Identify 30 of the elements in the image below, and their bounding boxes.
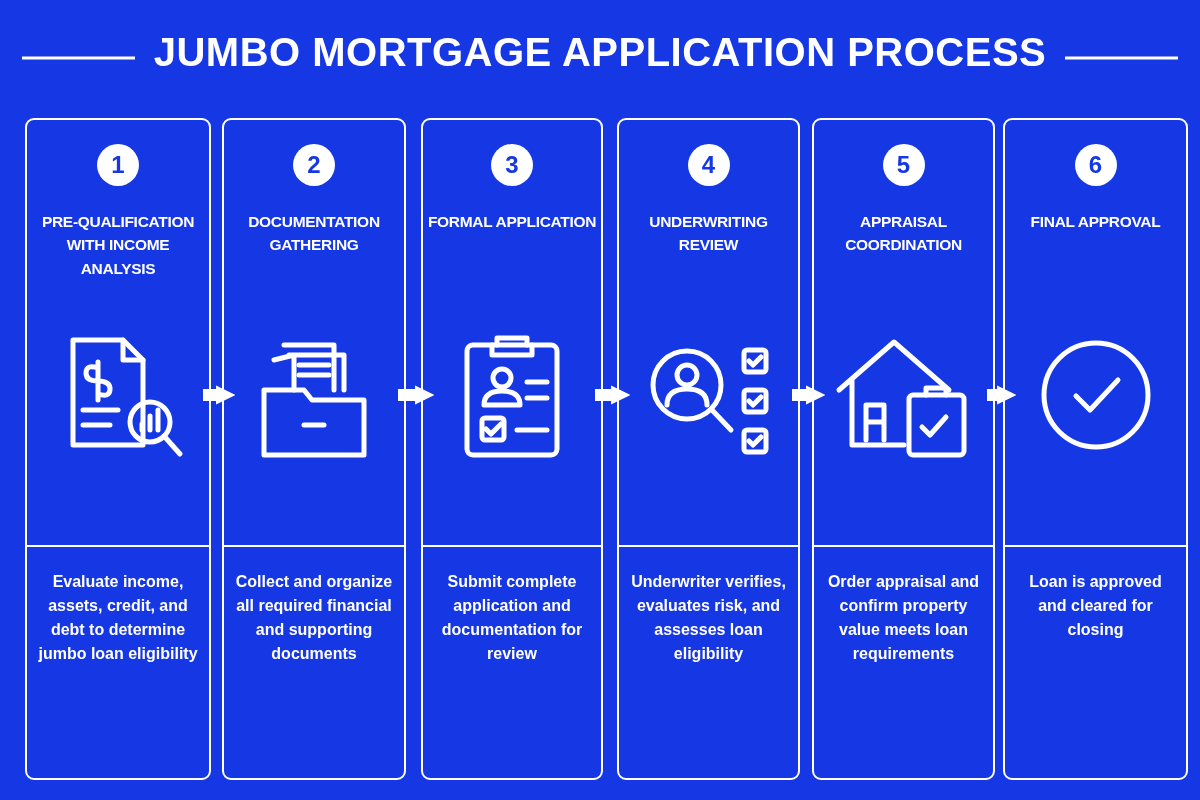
step-description: Submit complete application and documentation for review: [440, 572, 584, 664]
step-description: Evaluate income, assets, credit, and debt to determine jumbo loan eligibility: [37, 572, 199, 664]
step-heading: DOCUMENTATION GATHERING: [247, 212, 381, 256]
step-description: Underwriter verifies, evaluates risk, and assesses loan eligibility: [630, 572, 787, 664]
step-number: 4: [687, 144, 730, 186]
step-number: 1: [97, 144, 139, 186]
step-number: 2: [293, 144, 335, 186]
step-card: [421, 118, 603, 780]
step-description: Order appraisal and confirm property value meets loan requirements: [826, 572, 981, 664]
title: JUMBO MORTGAGE APPLICATION PROCESS: [152, 30, 1048, 75]
arrow: [595, 385, 631, 405]
step-heading: FORMAL APPLICATION: [427, 212, 597, 232]
step-heading: APPRAISAL COORDINATION: [844, 212, 963, 256]
step-card: [617, 118, 800, 780]
step-card: [222, 118, 406, 780]
step-description: Collect and organize all required financial and supporting documents: [234, 572, 394, 664]
step-heading: PRE-QUALIFICATION WITH INCOME ANALYSIS: [40, 212, 196, 279]
step-card: [812, 118, 995, 780]
step-card: [1003, 118, 1188, 780]
step-number: 3: [491, 144, 533, 186]
arrow: [398, 385, 435, 405]
step-number: 6: [1074, 144, 1117, 186]
step-card: [25, 118, 211, 780]
step-heading: UNDERWRITING REVIEW: [648, 212, 769, 256]
arrow: [987, 385, 1017, 405]
step-number: 5: [882, 144, 925, 186]
step-description: Loan is approved and cleared for closing: [1028, 572, 1163, 640]
arrow: [203, 385, 236, 405]
step-heading: FINAL APPROVAL: [1029, 212, 1162, 232]
arrow: [792, 385, 826, 405]
